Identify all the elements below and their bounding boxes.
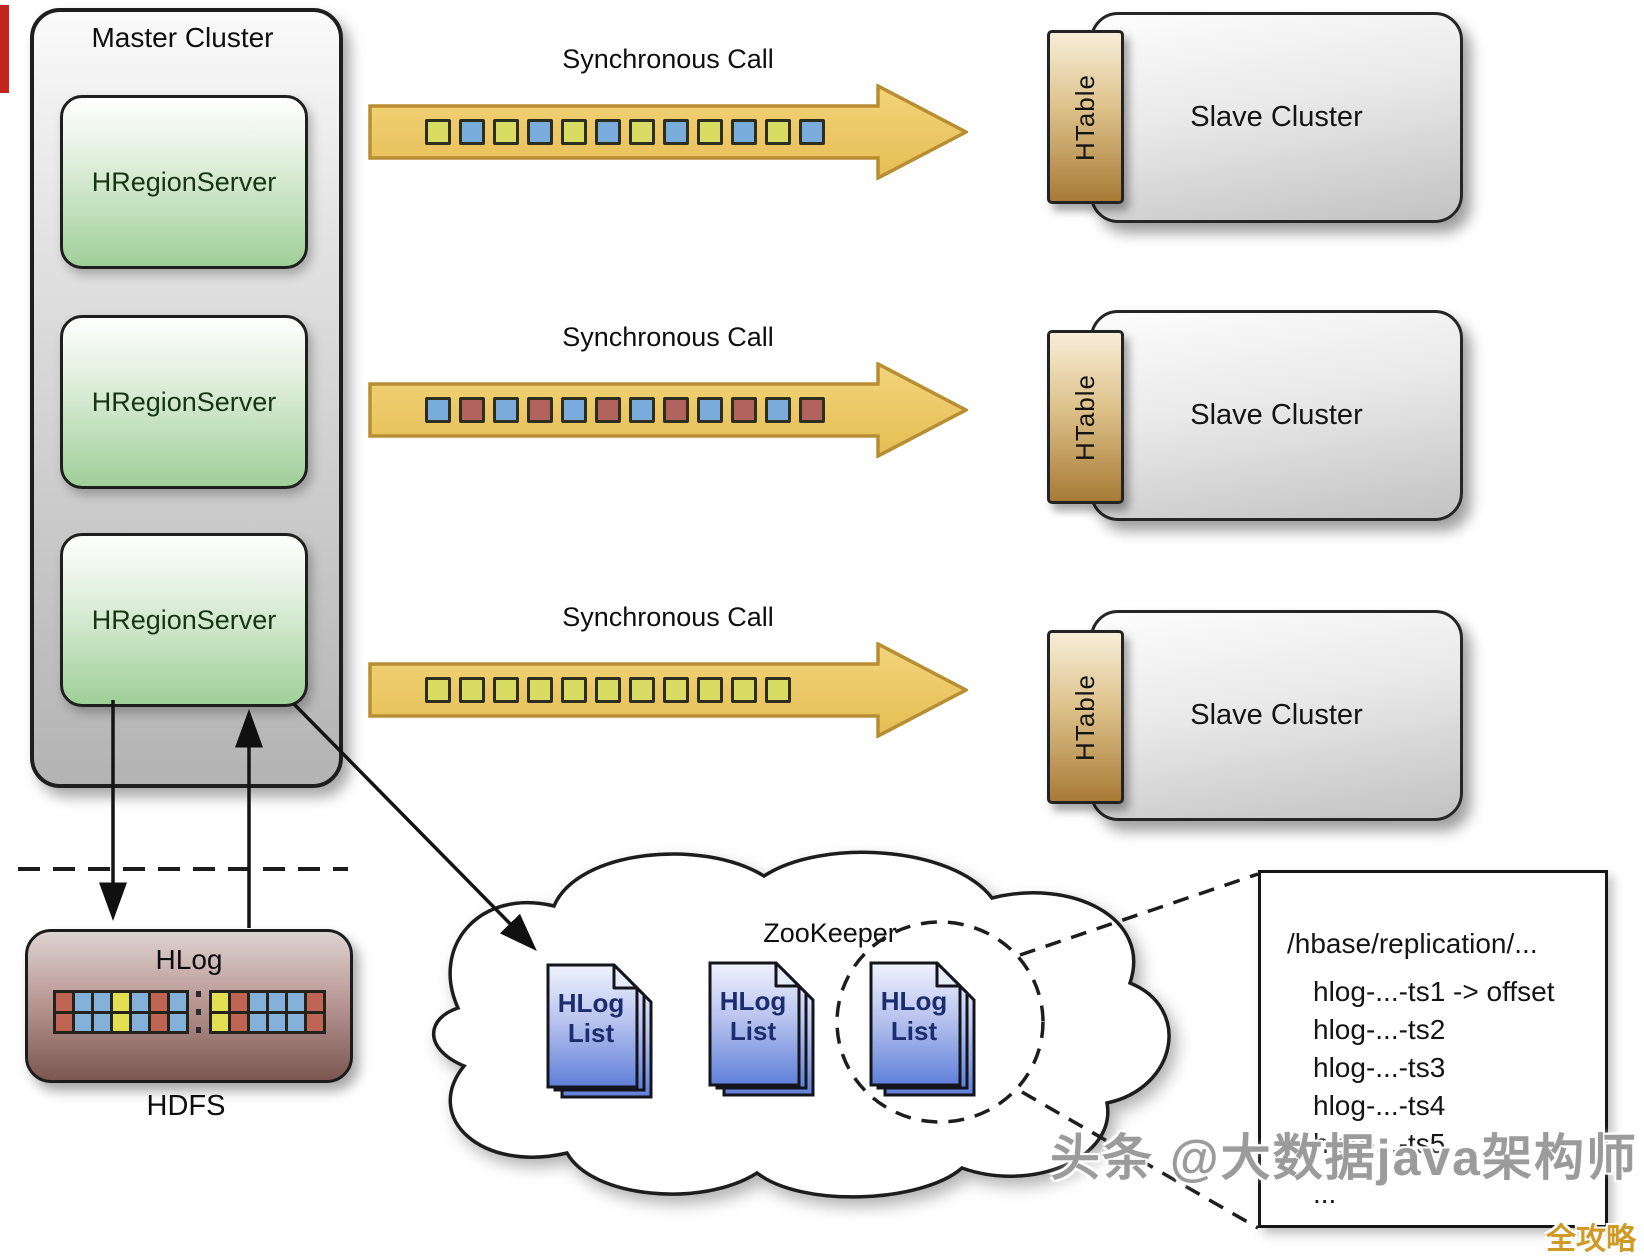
hlog-title: HLog	[155, 944, 223, 975]
hlog-cells-left	[52, 990, 189, 1034]
zookeeper-label: ZooKeeper	[763, 918, 897, 948]
packet-square-red	[595, 397, 621, 423]
packet-square-red	[799, 397, 825, 423]
packet-square-blue	[595, 119, 621, 145]
gap-dot	[196, 991, 201, 997]
packet-square-blue	[697, 397, 723, 423]
replication-line: hlog-...-ts1 -> offset	[1313, 976, 1555, 1007]
hlog-cell-blue	[166, 990, 189, 1034]
red-edge-strip	[0, 5, 9, 93]
packet-square-yellow	[425, 119, 451, 145]
hdfs-label: HDFS	[146, 1090, 226, 1122]
hlog-cells-gap	[189, 990, 209, 1034]
packet-square-yellow	[731, 677, 757, 703]
sync-call-label: Synchronous Call	[562, 322, 774, 352]
packet-square-blue	[663, 119, 689, 145]
replication-line: hlog-...-ts2	[1313, 1014, 1446, 1045]
hregionserver-box-3: HRegionServer	[60, 533, 308, 707]
slave-cluster-box-1: Slave Cluster	[1090, 12, 1463, 223]
sync-call-label: Synchronous Call	[562, 44, 774, 74]
htable-tab-label: HTable	[1070, 373, 1100, 461]
packet-square-blue	[425, 397, 451, 423]
packet-square-yellow	[629, 119, 655, 145]
hlog-cell-red	[303, 990, 326, 1034]
packet-square-yellow	[765, 119, 791, 145]
hlog-list-doc-3: HLog List	[868, 960, 984, 1112]
master-cluster-title: Master Cluster	[91, 22, 274, 53]
slave-cluster-label: Slave Cluster	[1190, 399, 1363, 431]
slave-cluster-label: Slave Cluster	[1190, 699, 1363, 731]
packet-squares	[425, 397, 833, 423]
hregionserver-label: HRegionServer	[91, 386, 277, 417]
hlog-box: HLog	[25, 929, 353, 1083]
packet-square-red	[731, 397, 757, 423]
replication-line: hlog-...-ts4	[1313, 1090, 1446, 1121]
htable-tab-label: HTable	[1070, 673, 1100, 761]
packet-square-yellow	[595, 677, 621, 703]
packet-square-yellow	[527, 677, 553, 703]
slave-cluster-box-3: Slave Cluster	[1090, 610, 1463, 821]
replication-line: /hbase/replication/...	[1287, 928, 1538, 959]
packet-square-yellow	[459, 677, 485, 703]
sync-call-group-2: Synchronous Call	[368, 322, 968, 472]
hlog-cell-red	[52, 990, 75, 1034]
hlog-list-doc-label: HLog List	[880, 986, 948, 1046]
packet-square-yellow	[697, 677, 723, 703]
sync-call-group-1: Synchronous Call	[368, 44, 968, 194]
gap-dot	[196, 1009, 201, 1015]
packet-square-blue	[493, 397, 519, 423]
hlog-cells	[28, 990, 350, 1034]
slave-cluster-box-2: Slave Cluster	[1090, 310, 1463, 521]
sync-call-group-3: Synchronous Call	[368, 602, 968, 752]
hlog-list-doc-2: HLog List	[707, 960, 823, 1112]
replication-line: hlog-...-ts3	[1313, 1052, 1446, 1083]
packet-square-blue	[799, 119, 825, 145]
packet-square-red	[663, 397, 689, 423]
sync-call-label: Synchronous Call	[562, 602, 774, 632]
hlog-list-doc-label: HLog List	[557, 988, 625, 1048]
packet-square-yellow	[425, 677, 451, 703]
replication-line: ...	[1313, 1178, 1337, 1209]
packet-square-yellow	[629, 677, 655, 703]
packet-square-blue	[731, 119, 757, 145]
packet-square-yellow	[561, 677, 587, 703]
hlog-list-doc-1: HLog List	[545, 962, 661, 1114]
packet-squares	[425, 677, 799, 703]
hlog-list-doc-label: HLog List	[719, 986, 787, 1046]
replication-line: hlog-...-ts5	[1313, 1128, 1446, 1159]
hregionserver-box-2: HRegionServer	[60, 315, 308, 489]
packet-square-blue	[527, 119, 553, 145]
gap-dot	[196, 1027, 201, 1033]
htable-tab-label: HTable	[1070, 73, 1100, 161]
packet-square-yellow	[493, 119, 519, 145]
packet-square-red	[459, 397, 485, 423]
slave-cluster-label: Slave Cluster	[1190, 101, 1363, 133]
hregionserver-box-1: HRegionServer	[60, 95, 308, 269]
hregionserver-label: HRegionServer	[91, 166, 277, 197]
hlog-cells-right	[208, 990, 326, 1034]
replication-box: /hbase/replication/... hlog-...-ts1 -> of…	[1258, 870, 1608, 1228]
packet-square-blue	[561, 397, 587, 423]
packet-square-yellow	[663, 677, 689, 703]
packet-square-yellow	[765, 677, 791, 703]
packet-square-yellow	[561, 119, 587, 145]
packet-square-yellow	[493, 677, 519, 703]
packet-squares	[425, 119, 833, 145]
packet-square-blue	[765, 397, 791, 423]
htable-tab-3: HTable	[1047, 630, 1124, 804]
htable-tab-2: HTable	[1047, 330, 1124, 504]
packet-square-yellow	[697, 119, 723, 145]
packet-square-blue	[629, 397, 655, 423]
packet-square-blue	[459, 119, 485, 145]
htable-tab-1: HTable	[1047, 30, 1124, 204]
hregionserver-label: HRegionServer	[91, 604, 277, 635]
packet-square-red	[527, 397, 553, 423]
